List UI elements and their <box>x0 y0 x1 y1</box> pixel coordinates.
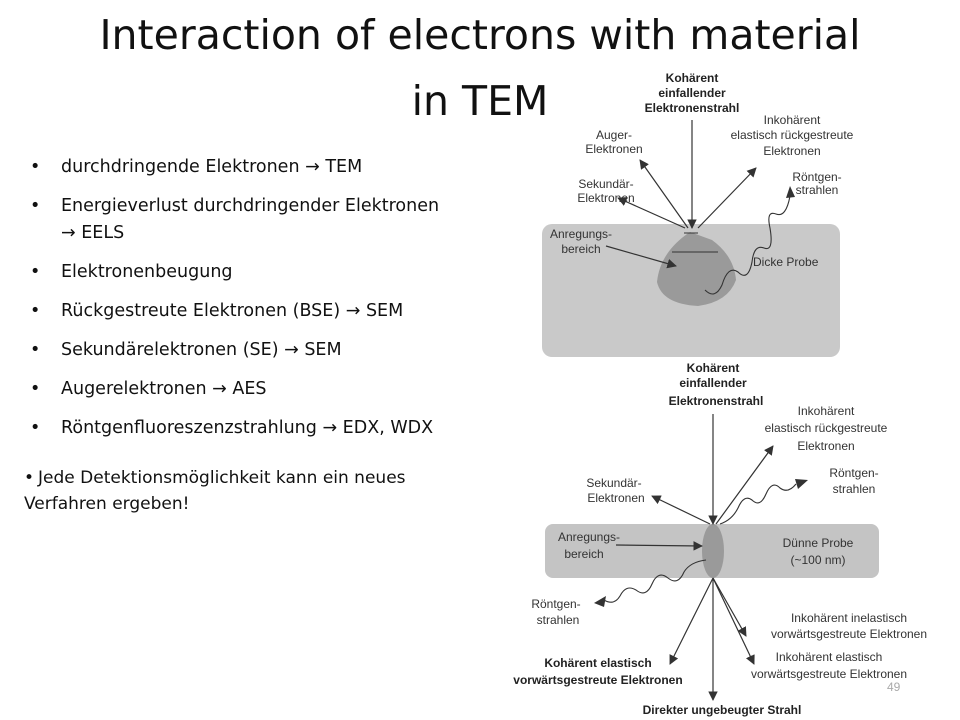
inelastic-forward-label-2: vorwärtsgestreute Elektronen <box>771 627 927 641</box>
title-line-2: in TEM <box>411 77 549 125</box>
secondary-label-2: Elektronen <box>577 191 634 205</box>
backscatter-arrow <box>697 167 757 229</box>
note-line-1: Jede Detektionsmöglichkeit kann ein neue… <box>38 468 406 488</box>
excitation-volume <box>657 232 736 306</box>
backscatter-label-1: Inkohärent <box>764 113 821 127</box>
coherent-forward-arrow <box>669 577 714 665</box>
inelastic-forward-label-1: Inkohärent inelastisch <box>791 611 907 625</box>
backscatter-label-2: elastisch rückgestreute <box>765 421 888 435</box>
note-bullet: • <box>24 468 35 488</box>
direct-beam-label: Direkter ungebeugter Strahl <box>643 703 802 717</box>
excitation-label-2: bereich <box>564 547 603 561</box>
xray-wave-bottom <box>603 559 707 603</box>
xray-label-2: strahlen <box>796 183 839 197</box>
xray-arrowhead <box>786 186 795 198</box>
incident-beam-label-3: Elektronenstrahl <box>645 101 740 115</box>
incident-beam-label-3: Elektronenstrahl <box>669 394 764 408</box>
xray-wave-top <box>719 483 797 525</box>
xray-bottom-label-2: strahlen <box>537 613 580 627</box>
bullet-item: Elektronenbeugung <box>30 259 500 286</box>
bullet-item-line: → EELS <box>61 223 125 243</box>
secondary-arrow <box>651 495 711 525</box>
bullet-item-line: Energieverlust durchdringender Elektrone… <box>61 196 440 216</box>
incident-beam-label-2: einfallender <box>658 86 726 100</box>
page-number: 49 <box>887 680 901 694</box>
xray-arrowhead-top <box>795 479 808 489</box>
incoherent-forward-arrow <box>712 577 755 665</box>
bullet-item: durchdringende Elektronen → TEM <box>30 154 500 181</box>
thin-sample-diagram: Kohärent einfallender Elektronenstrahl I… <box>513 361 927 717</box>
coherent-forward-label-1: Kohärent elastisch <box>544 656 651 670</box>
bullet-item: Rückgestreute Elektronen (BSE) → SEM <box>30 298 500 325</box>
xray-top-label-1: Röntgen- <box>829 466 878 480</box>
title-line-1: Interaction of electrons with material <box>99 11 861 59</box>
thick-sample-label: Dicke Probe <box>753 255 819 269</box>
xray-top-label-2: strahlen <box>833 482 876 496</box>
incoherent-forward-label-2: vorwärtsgestreute Elektronen <box>751 667 907 681</box>
inelastic-forward-arrow <box>712 577 747 637</box>
excitation-label-1: Anregungs- <box>558 530 620 544</box>
xray-wave <box>704 195 791 295</box>
bullet-item: Augerelektronen → AES <box>30 376 500 403</box>
thin-sample-label-2: (~100 nm) <box>790 553 845 567</box>
slide-title: Interaction of electrons with material i… <box>0 2 960 134</box>
secondary-label-1: Sekundär- <box>578 177 633 191</box>
excitation-label-2: bereich <box>561 242 600 256</box>
bullet-list: durchdringende Elektronen → TEM Energiev… <box>30 154 500 454</box>
incoherent-forward-label-1: Inkohärent elastisch <box>776 650 883 664</box>
auger-label-2: Elektronen <box>585 142 642 156</box>
xray-arrowhead-bottom <box>594 596 606 607</box>
bullet-item: Energieverlust durchdringender Elektrone… <box>30 193 500 247</box>
secondary-arrow <box>617 197 686 229</box>
secondary-label-1: Sekundär- <box>586 476 641 490</box>
backscatter-label-1: Inkohärent <box>798 404 855 418</box>
backscatter-label-3: Elektronen <box>763 144 820 158</box>
xray-bottom-label-1: Röntgen- <box>531 597 580 611</box>
incident-beam-label-2: einfallender <box>679 376 747 390</box>
excitation-pointer-arrow <box>605 245 677 269</box>
auger-label-1: Auger- <box>596 128 632 142</box>
auger-arrow <box>639 159 689 229</box>
excitation-volume-thin <box>702 524 724 578</box>
note-text: •Jede Detektionsmöglichkeit kann ein neu… <box>24 465 494 517</box>
incident-beam-label-1: Kohärent <box>687 361 740 375</box>
bullet-item: Röntgenfluoreszenzstrahlung → EDX, WDX <box>30 415 500 442</box>
backscatter-label-2: elastisch rückgestreute <box>731 128 854 142</box>
thick-sample-diagram: Kohärent einfallender Elektronenstrahl A… <box>542 71 854 357</box>
bullet-item: Sekundärelektronen (SE) → SEM <box>30 337 500 364</box>
thin-sample-label-1: Dünne Probe <box>783 536 854 550</box>
backscatter-arrow <box>715 445 774 525</box>
secondary-label-2: Elektronen <box>587 491 644 505</box>
incident-beam-label-1: Kohärent <box>666 71 719 85</box>
excitation-pointer-arrow <box>615 541 703 551</box>
backscatter-label-3: Elektronen <box>797 439 854 453</box>
xray-label-1: Röntgen- <box>792 170 841 184</box>
excitation-label-1: Anregungs- <box>550 227 612 241</box>
coherent-forward-label-2: vorwärtsgestreute Elektronen <box>513 673 682 687</box>
note-line-2: Verfahren ergeben! <box>24 494 190 514</box>
